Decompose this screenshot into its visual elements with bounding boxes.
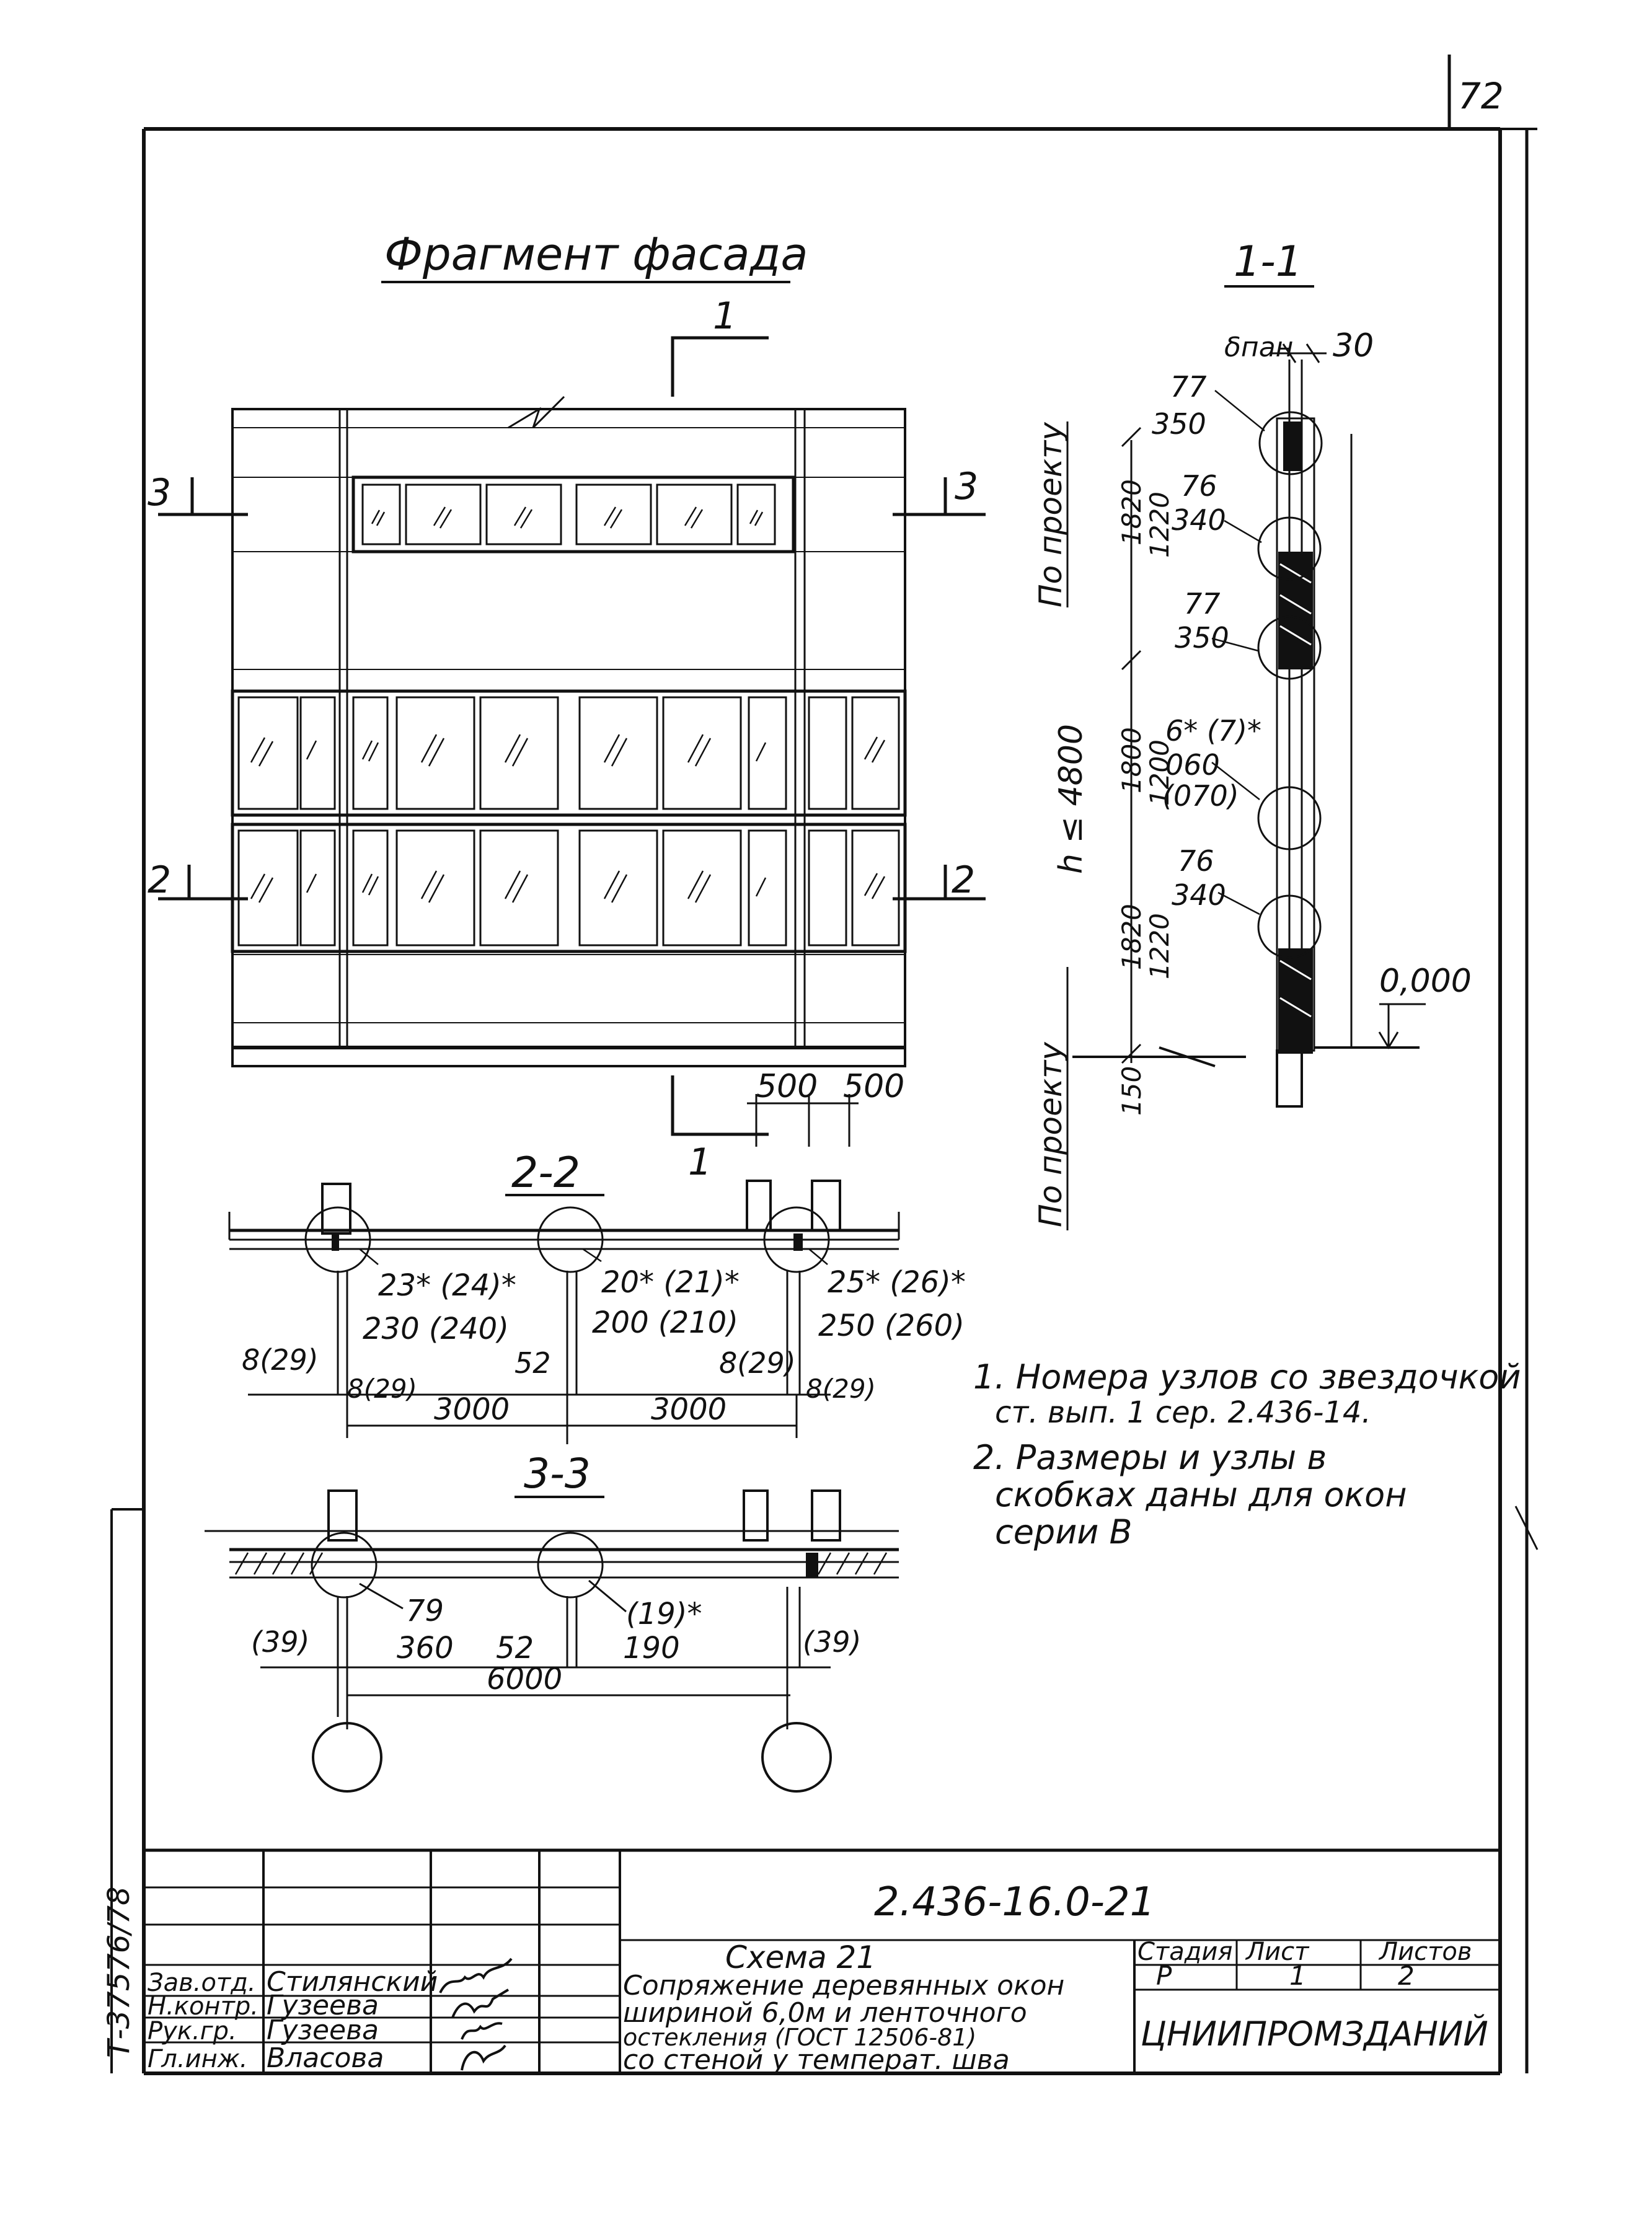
role-1: Зав.отд. bbox=[148, 1969, 256, 1997]
name-4: Власова bbox=[267, 2042, 384, 2074]
name-3: Гузеева bbox=[267, 2014, 379, 2046]
dim-500-b: 500 bbox=[843, 1068, 904, 1105]
section-mark-2-left: 2 bbox=[148, 858, 171, 902]
node-360: 360 bbox=[397, 1631, 454, 1666]
note-1-line-1: 1. Номера узлов со звездочкой bbox=[973, 1357, 1521, 1396]
title-line-2: Сопряжение деревянных окон bbox=[623, 1970, 1064, 2001]
name-2: Гузеева bbox=[267, 1990, 379, 2021]
dim-52-b: 52 bbox=[496, 1631, 534, 1666]
label-30: 30 bbox=[1333, 327, 1374, 364]
node-76-b: 76 bbox=[1178, 844, 1214, 878]
node-070: (070) bbox=[1162, 779, 1239, 813]
note-2-line-1: 2. Размеры и узлы в bbox=[973, 1438, 1327, 1477]
dim-h4800: h ≤ 4800 bbox=[1053, 724, 1090, 874]
sheets-value: 2 bbox=[1398, 1961, 1415, 1991]
dim-1800: 1800 bbox=[1116, 727, 1147, 793]
section-mark-3-right: 3 bbox=[955, 465, 978, 508]
dim-3000-b: 3000 bbox=[651, 1392, 727, 1427]
section-2-2-title: 2-2 bbox=[511, 1149, 580, 1198]
facade-fragment: Фрагмент фасада bbox=[148, 228, 986, 1184]
side-stamp-text: Т-37576/78 bbox=[102, 1886, 136, 2058]
side-stamp: Т-37576/78 bbox=[102, 1508, 144, 2073]
node-19: (19)* bbox=[626, 1597, 702, 1631]
sheet-number: 72 bbox=[1458, 75, 1504, 117]
signature-4 bbox=[461, 2044, 506, 2071]
signatures bbox=[439, 1957, 513, 2071]
section-3-3-title: 3-3 bbox=[524, 1450, 591, 1498]
section-mark-2-right: 2 bbox=[952, 858, 975, 902]
facade-title: Фрагмент фасада bbox=[384, 228, 808, 280]
node-79: 79 bbox=[406, 1594, 444, 1628]
dim-8-29-a: 8(29) bbox=[242, 1343, 319, 1377]
dim-1200: 1200 bbox=[1144, 739, 1175, 806]
node-190: 190 bbox=[623, 1631, 680, 1666]
title-line-1: Схема 21 bbox=[725, 1939, 876, 1975]
section-1-1-title: 1-1 bbox=[1234, 237, 1302, 286]
note-1-line-2: ст. вып. 1 сер. 2.436-14. bbox=[995, 1395, 1371, 1430]
node-350-b: 350 bbox=[1175, 621, 1229, 655]
node-250-260: 250 (260) bbox=[818, 1308, 965, 1343]
po-proektu-top: По проекту bbox=[1033, 421, 1069, 607]
dim-6000: 6000 bbox=[487, 1662, 562, 1697]
sheet-value: 1 bbox=[1289, 1961, 1306, 1991]
dim-52-a: 52 bbox=[515, 1346, 551, 1380]
role-4: Гл.инж. bbox=[148, 2045, 247, 2073]
notes: 1. Номера узлов со звездочкой ст. вып. 1… bbox=[973, 1357, 1521, 1551]
stage-value: Р bbox=[1156, 1961, 1172, 1991]
drawing-code: 2.436-16.0-21 bbox=[874, 1879, 1155, 1925]
po-proektu-bottom: По проекту bbox=[1033, 1041, 1069, 1227]
role-3: Рук.гр. bbox=[148, 2017, 237, 2045]
node-77-b: 77 bbox=[1184, 587, 1221, 620]
dim-8-29-b: 8(29) bbox=[719, 1346, 796, 1380]
dim-8-29-d: 8(29) bbox=[806, 1374, 876, 1404]
col-stage: Стадия bbox=[1137, 1938, 1232, 1966]
dim-3000-a: 3000 bbox=[434, 1392, 510, 1427]
signature-3 bbox=[461, 2022, 503, 2040]
section-mark-1-bottom: 1 bbox=[688, 1141, 712, 1184]
node-77-a: 77 bbox=[1170, 370, 1207, 404]
dim-1820-b: 1820 bbox=[1116, 904, 1147, 970]
dim-1220-a: 1220 bbox=[1144, 492, 1175, 558]
organization: ЦНИИПРОМЗДАНИЙ bbox=[1141, 2014, 1488, 2054]
signature-1 bbox=[439, 1957, 513, 1993]
dim-1820-a: 1820 bbox=[1116, 479, 1147, 545]
title-line-3: шириной 6,0м и ленточного bbox=[623, 1997, 1027, 2029]
title-line-4: остекления (ГОСТ 12506-81) bbox=[623, 2024, 976, 2051]
node-340-b: 340 bbox=[1172, 878, 1226, 912]
sheet-frame bbox=[142, 55, 1539, 2075]
dim-150: 150 bbox=[1116, 1066, 1147, 1116]
note-2-line-3: серии В bbox=[995, 1512, 1133, 1551]
signature-2 bbox=[451, 1988, 510, 2018]
section-3-3: 3-3 79 360 (19)* 190 bbox=[205, 1450, 899, 1793]
node-340-a: 340 bbox=[1172, 503, 1226, 537]
node-76-a: 76 bbox=[1181, 469, 1217, 503]
name-1: Стилянский bbox=[267, 1966, 438, 1998]
node-6-7: 6* (7)* bbox=[1165, 714, 1261, 748]
node-230-240: 230 (240) bbox=[363, 1312, 509, 1346]
label-bpan: δпан bbox=[1224, 332, 1293, 363]
node-060: 060 bbox=[1165, 748, 1220, 782]
section-2-2: 2-2 23* (24)* 230 (240) 20* (21)* 200 ( bbox=[228, 1149, 966, 1444]
section-1-1: 1-1 0,000 bbox=[1033, 237, 1472, 1230]
node-200-210: 200 (210) bbox=[592, 1305, 738, 1340]
dim-39-a: (39) bbox=[251, 1625, 309, 1659]
dim-39-b: (39) bbox=[803, 1625, 861, 1659]
dim-1220-b: 1220 bbox=[1144, 913, 1175, 979]
node-20-21: 20* (21)* bbox=[601, 1265, 740, 1300]
node-350-a: 350 bbox=[1152, 407, 1206, 441]
note-2-line-2: скобках даны для окон bbox=[995, 1475, 1407, 1514]
title-line-5: со стеной у температ. шва bbox=[623, 2044, 1010, 2076]
section-mark-1-top: 1 bbox=[713, 294, 736, 338]
section-mark-3-left: 3 bbox=[148, 471, 171, 514]
node-23-24: 23* (24)* bbox=[378, 1268, 516, 1303]
col-sheet: Лист bbox=[1245, 1938, 1310, 1966]
col-sheets: Листов bbox=[1378, 1938, 1472, 1966]
title-block: 2.436-16.0-21 Схема 21 Сопряжение деревя… bbox=[144, 1848, 1500, 2076]
level-0000: 0,000 bbox=[1379, 963, 1472, 1000]
node-25-26: 25* (26)* bbox=[828, 1265, 966, 1300]
role-2: Н.контр. bbox=[148, 1992, 258, 2021]
dim-8-29-c: 8(29) bbox=[347, 1374, 417, 1404]
dim-500-a: 500 bbox=[756, 1068, 818, 1105]
